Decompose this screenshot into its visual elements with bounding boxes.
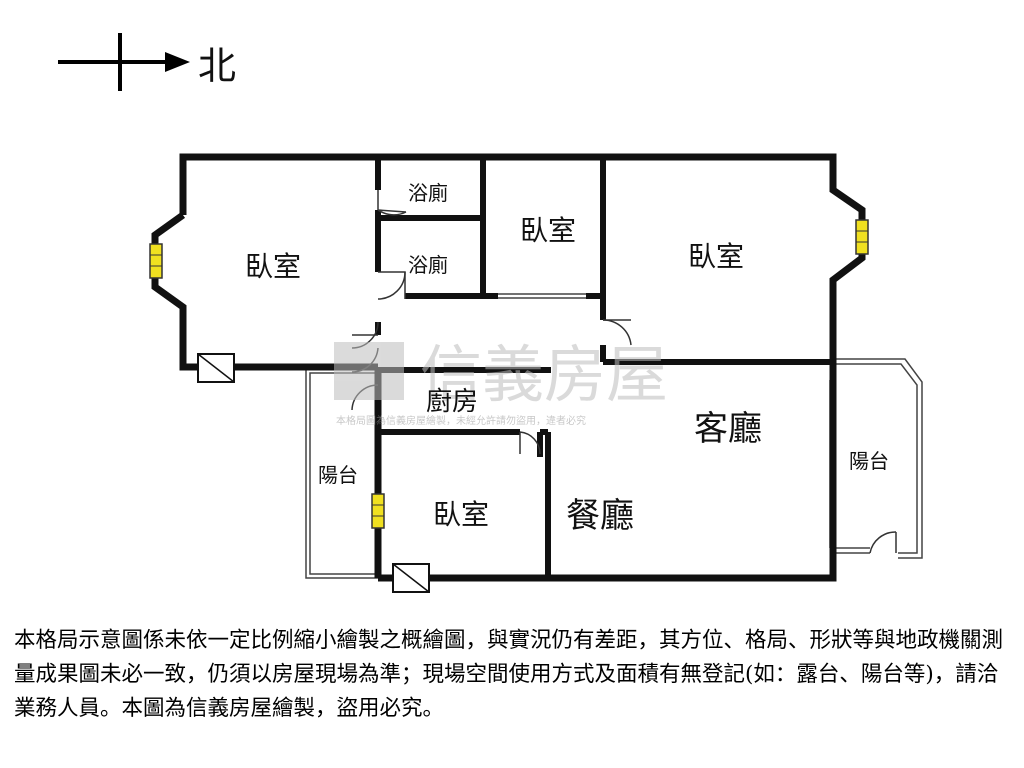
room-label-bedroom-east: 臥室 (688, 240, 744, 273)
room-label-bedroom-center: 臥室 (520, 214, 576, 247)
window-west (149, 243, 163, 279)
interior-walls (375, 157, 833, 578)
room-label-balcony-north: 陽台 (849, 449, 889, 473)
room-label-bath-lower: 浴廁 (408, 253, 448, 277)
watermark: 信義房屋 本格局圖為信義房屋繪製，未經允許請勿盜用，違者必究 (334, 338, 668, 427)
ac-unit-south (392, 563, 430, 593)
window-south-bedroom (371, 493, 385, 529)
watermark-logo-icon (334, 342, 404, 400)
north-label: 北 (198, 44, 236, 88)
ac-unit-west (197, 353, 235, 383)
disclaimer-text: 本格局示意圖係未依一定比例縮小繪製之概繪圖，與實況仍有差距，其方位、格局、形狀等… (14, 628, 1004, 721)
room-label-bedroom-west: 臥室 (245, 250, 301, 283)
watermark-brand: 信義房屋 (420, 338, 668, 411)
room-label-bath-upper: 浴廁 (408, 181, 448, 205)
arrow-head-icon (165, 52, 190, 72)
room-label-kitchen: 廚房 (426, 387, 478, 417)
room-label-balcony-south: 陽台 (318, 463, 358, 487)
watermark-notice: 本格局圖為信義房屋繪製，未經允許請勿盜用，違者必究 (336, 414, 586, 427)
window-east (855, 219, 869, 255)
floor-plan: 北 (58, 33, 923, 593)
sliding-door (498, 293, 586, 299)
room-label-dining-room: 餐廳 (566, 496, 634, 536)
north-arrow (58, 33, 190, 91)
room-label-bedroom-south: 臥室 (433, 498, 489, 531)
room-label-living-room: 客廳 (694, 409, 762, 449)
